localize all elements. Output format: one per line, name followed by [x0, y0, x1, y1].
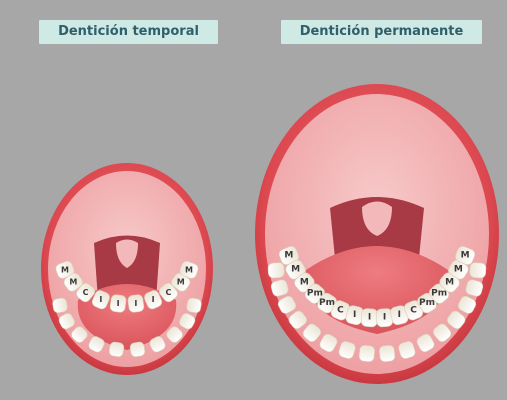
lower-temporal-tooth: [130, 341, 146, 357]
lower-permanente-tooth: [268, 262, 285, 278]
upper-permanente-tooth-label: M: [445, 278, 454, 288]
upper-permanente-tooth-label: M: [454, 265, 463, 275]
upper-temporal-tooth-label: I: [99, 295, 102, 304]
upper-temporal-tooth-label: I: [134, 299, 137, 308]
upper-temporal-tooth-label: M: [69, 278, 77, 287]
upper-permanente-tooth-label: I: [368, 313, 371, 323]
upper-permanente-tooth-label: C: [337, 305, 344, 315]
lower-permanente-tooth: [379, 345, 396, 362]
upper-permanente-tooth-label: I: [398, 310, 401, 320]
upper-permanente-tooth-label: Pm: [319, 298, 335, 308]
upper-permanente-tooth-label: Pm: [431, 289, 447, 299]
upper-temporal-tooth-label: C: [165, 288, 171, 297]
upper-temporal-tooth-label: I: [152, 295, 155, 304]
upper-permanente-tooth-label: C: [410, 305, 417, 315]
upper-temporal-tooth-label: M: [185, 265, 193, 274]
lower-temporal-tooth: [186, 297, 202, 313]
upper-permanente-tooth-label: I: [383, 313, 386, 323]
lower-permanente-tooth: [359, 345, 376, 362]
lower-temporal-tooth: [109, 341, 125, 357]
lower-permanente-tooth: [469, 262, 486, 278]
upper-temporal-tooth-label: M: [177, 278, 185, 287]
lower-temporal-tooth: [52, 297, 68, 313]
upper-permanente-tooth-label: M: [300, 278, 309, 288]
upper-permanente-tooth-label: Pm: [419, 298, 435, 308]
upper-temporal-tooth-label: C: [83, 288, 89, 297]
upper-permanente-tooth-label: M: [291, 265, 300, 275]
upper-temporal-tooth-label: I: [117, 299, 120, 308]
upper-permanente-tooth-label: M: [461, 251, 470, 261]
upper-permanente-tooth-label: I: [353, 310, 356, 320]
upper-temporal-tooth-label: M: [61, 265, 69, 274]
upper-permanente-tooth-label: M: [284, 251, 293, 261]
